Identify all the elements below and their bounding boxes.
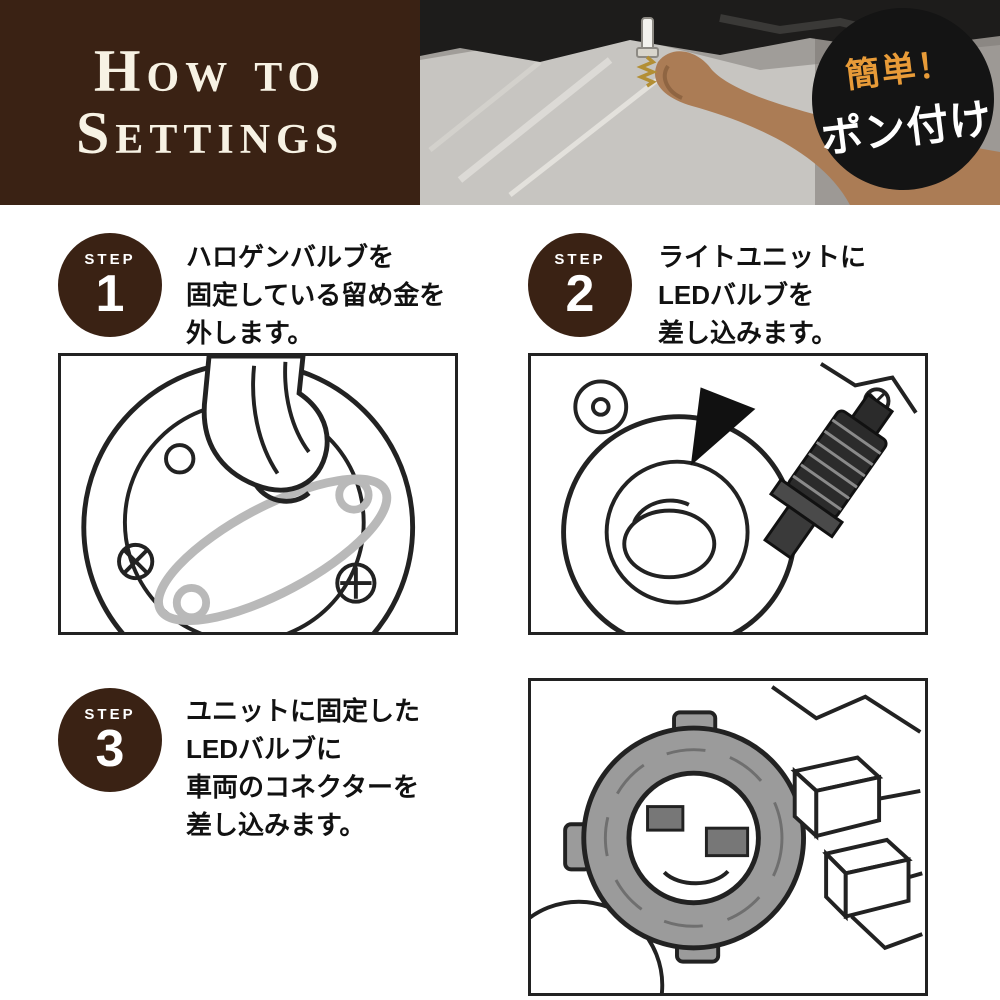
step3-line-art: [531, 685, 923, 993]
step2-line-art: [561, 362, 918, 632]
header: How to Settings: [0, 0, 420, 205]
step1-number: 1: [95, 264, 125, 323]
step3-text: ユニットに固定した LEDバルブに 車両のコネクターを 差し込みます。: [186, 692, 420, 844]
step1-label: STEP: [84, 250, 136, 268]
step2-number: 2: [565, 264, 595, 323]
step3-illustration: [528, 678, 928, 996]
step1-text-line2: 固定している留め金を: [186, 280, 446, 310]
step1-line-art: [81, 356, 416, 632]
step1-badge: STEP 1: [58, 233, 162, 337]
step2-text-line3: 差し込みます。: [658, 318, 838, 348]
badge-text-bottom: ポン付け: [818, 94, 995, 163]
badge-text-top: 簡単！: [843, 44, 956, 96]
page-title-line2: Settings: [75, 99, 345, 166]
step2-badge: STEP 2: [528, 233, 632, 337]
step2-label: STEP: [554, 250, 606, 268]
step1-illustration: [58, 353, 458, 635]
step3-text-line2: LEDバルブに: [186, 734, 343, 764]
page-title-line1: How to: [93, 38, 327, 105]
step1-text: ハロゲンバルブを 固定している留め金を 外します。: [186, 238, 445, 352]
step3-badge: STEP 3: [58, 688, 162, 792]
step2-text-line1: ライトユニットに: [658, 242, 867, 272]
step2-text-line2: LEDバルブを: [658, 280, 815, 310]
step3-text-line3: 車両のコネクターを: [186, 772, 419, 802]
step2-text: ライトユニットに LEDバルブを 差し込みます。: [658, 238, 866, 352]
step3-text-line4: 差し込みます。: [186, 810, 366, 840]
step3-number: 3: [95, 719, 125, 778]
step3-text-line1: ユニットに固定した: [186, 696, 421, 726]
step2-illustration: [528, 353, 928, 635]
step1-text-line3: 外します。: [186, 318, 314, 348]
step1-text-line1: ハロゲンバルブを: [186, 242, 395, 272]
step3-label: STEP: [84, 705, 136, 723]
